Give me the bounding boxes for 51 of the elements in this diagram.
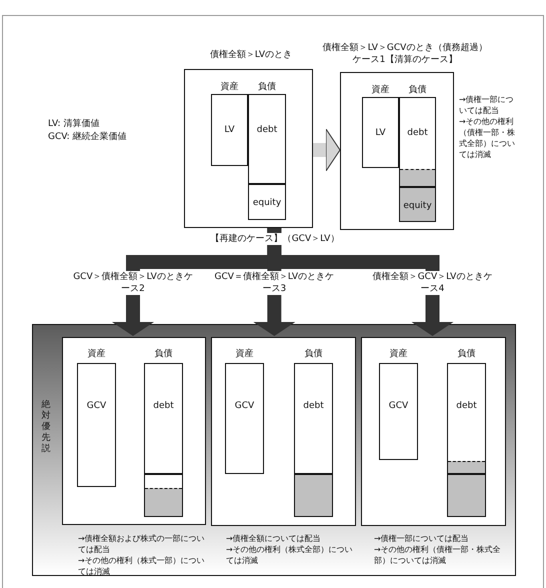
column-header: 資産	[388, 348, 408, 360]
bar-block	[248, 94, 286, 184]
column-header: 負債	[304, 348, 324, 360]
bar-block	[362, 97, 399, 168]
note-text: →その他の権利（債権一部・株式全部）については消滅	[459, 116, 516, 160]
bar-block	[447, 363, 486, 474]
note-text: →債権全額については配当	[226, 533, 322, 544]
bar-label: debt	[152, 400, 175, 412]
bar-label: GCV	[234, 400, 256, 412]
bar-label: equity	[402, 200, 433, 212]
heading: 債権全額＞LV＞GCVのとき（債務超過）ケース1【清算のケース】	[322, 42, 488, 66]
note-text: →債権一部については配当	[374, 533, 470, 544]
column-header: 負債	[154, 348, 174, 360]
column-header: 負債	[408, 84, 428, 96]
note-text: →その他の権利（株式一部）については消滅	[78, 555, 206, 577]
bar-block	[144, 363, 183, 474]
bar-block	[77, 363, 116, 487]
bar-label: equity	[252, 197, 282, 209]
column-header: 資産	[370, 84, 390, 96]
note-text: →その他の権利（債権一部・株式全部）については消滅	[374, 544, 502, 566]
heading: 債権全額＞LVのとき	[208, 49, 294, 61]
bar-label: GCV	[388, 400, 410, 412]
bar-label: debt	[302, 400, 325, 412]
bar-label: GCV	[86, 400, 108, 412]
bar-block	[144, 474, 183, 517]
note-text: →債権一部については配当	[459, 94, 515, 116]
column-header: 資産	[220, 81, 240, 93]
bar-label: debt	[406, 127, 429, 139]
column-header: 負債	[257, 81, 277, 93]
bar-label: LV	[223, 124, 236, 136]
edge-label: GCV＞債権全額＞LVのときケース2	[73, 271, 193, 295]
edge-label: 債権全額＞GCV＞LVのときケース4	[372, 271, 492, 295]
bar-label: LV	[374, 127, 387, 139]
bar-block	[225, 363, 264, 474]
shaded-panel	[32, 324, 516, 576]
edge-label: GCV＝債権全額＞LVのときケース3	[214, 271, 334, 295]
bar-label: debt	[455, 400, 478, 412]
bar-label: debt	[256, 124, 278, 136]
bar-block	[211, 94, 248, 166]
column-header: 資産	[234, 348, 254, 360]
column-header: 資産	[86, 348, 106, 360]
arrow	[313, 128, 340, 172]
bar-block	[248, 184, 286, 220]
arrow	[267, 228, 454, 336]
column-header: 負債	[456, 348, 476, 360]
side-label: 絶対優先説	[41, 400, 51, 455]
bar-block	[399, 97, 436, 187]
note-text: →債権全額および株式の一部については配当	[78, 533, 206, 555]
note-text: →その他の権利（株式全部）については消滅	[226, 544, 354, 566]
bar-block	[379, 363, 418, 460]
bar-block	[294, 363, 333, 474]
